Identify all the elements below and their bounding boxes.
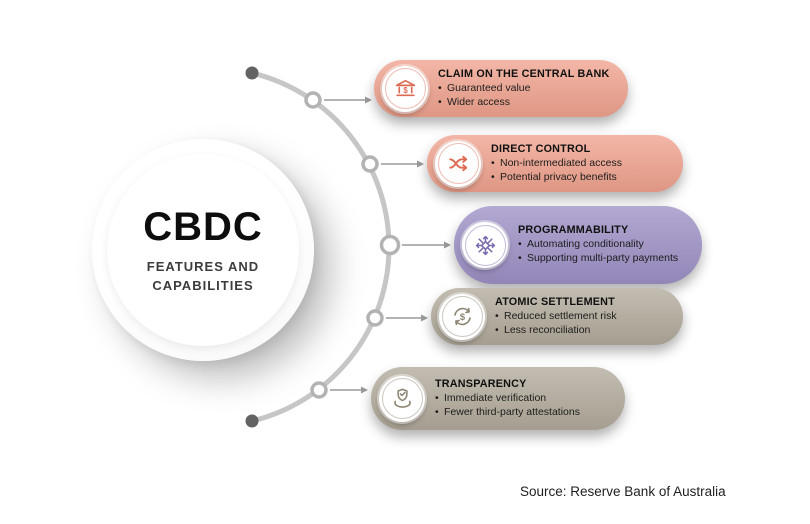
snowflake-arrows-icon [475, 235, 495, 255]
feature-bullet: Potential privacy benefits [491, 171, 669, 185]
icon-badge: $ [439, 293, 485, 340]
center-circle-inner [107, 154, 299, 346]
feature-title: TRANSPARENCY [435, 377, 527, 390]
dollar-cycle-icon: $ [453, 307, 471, 326]
feature-title: ATOMIC SETTLEMENT [495, 295, 615, 308]
arc-node-2 [361, 155, 379, 173]
shuffle-arrows-icon [448, 155, 467, 172]
feature-bullet: Less reconciliation [495, 324, 669, 338]
feature-pill-atomic-settlement: $ ATOMIC SETTLEMENT Reduced settlement r… [431, 288, 683, 345]
feature-text: CLAIM ON THE CENTRAL BANK Guaranteed val… [438, 68, 614, 110]
center-text: CBDC FEATURES AND CAPABILITIES [92, 139, 314, 361]
connector-arrow-icon [444, 241, 451, 249]
connector-arrow-icon [421, 314, 428, 322]
feature-text: ATOMIC SETTLEMENT Reduced settlement ris… [495, 296, 669, 338]
source-attribution: Source: Reserve Bank of Australia [520, 484, 726, 499]
feature-bullet: Supporting multi-party payments [518, 252, 688, 266]
feature-bullet: Non-intermediated access [491, 157, 669, 171]
arc-node-4 [366, 309, 384, 327]
arc-end-dot-bottom [245, 414, 259, 428]
arc-end-dot-top [245, 66, 259, 80]
arc-node-1 [304, 91, 322, 109]
feature-text: PROGRAMMABILITY Automating conditionalit… [518, 224, 688, 266]
feature-title: DIRECT CONTROL [491, 142, 591, 155]
feature-title: CLAIM ON THE CENTRAL BANK [438, 67, 610, 80]
feature-pill-programmability: PROGRAMMABILITY Automating conditionalit… [454, 206, 702, 284]
feature-bullet: Guaranteed value [438, 82, 614, 96]
feature-pill-transparency: TRANSPARENCY Immediate verification Fewe… [371, 367, 625, 430]
icon-badge: $ [382, 65, 428, 112]
arc-node-5 [310, 381, 328, 399]
arc-node-3 [379, 234, 401, 256]
connector-arrow-icon [365, 96, 372, 104]
icon-badge [435, 140, 481, 187]
bank-icon: $ [395, 79, 415, 97]
center-circle: CBDC FEATURES AND CAPABILITIES [92, 139, 314, 361]
feature-bullet: Reduced settlement risk [495, 310, 669, 324]
feature-pill-claim-on-central-bank: $ CLAIM ON THE CENTRAL BANK Guaranteed v… [374, 60, 628, 117]
center-title: CBDC [143, 204, 263, 249]
feature-bullet: Automating conditionality [518, 238, 688, 252]
icon-badge [462, 222, 508, 268]
feature-pill-direct-control: DIRECT CONTROL Non-intermediated access … [427, 135, 683, 192]
feature-bullet: Immediate verification [435, 392, 611, 406]
icon-badge [379, 375, 425, 422]
svg-text:$: $ [403, 86, 408, 95]
connector-arrow-icon [417, 160, 424, 168]
center-subtitle-line2: CAPABILITIES [152, 278, 254, 293]
center-subtitle-line1: FEATURES AND [146, 258, 260, 274]
connector-arrow-icon [361, 386, 368, 394]
center-subtitle: FEATURES AND CAPABILITIES [147, 257, 259, 296]
feature-bullet: Wider access [438, 96, 614, 110]
feature-text: DIRECT CONTROL Non-intermediated access … [491, 143, 669, 185]
shield-hands-icon [393, 388, 411, 408]
feature-text: TRANSPARENCY Immediate verification Fewe… [435, 378, 611, 420]
feature-bullet: Fewer third-party attestations [435, 406, 611, 420]
feature-title: PROGRAMMABILITY [518, 224, 629, 237]
svg-text:$: $ [459, 312, 465, 322]
